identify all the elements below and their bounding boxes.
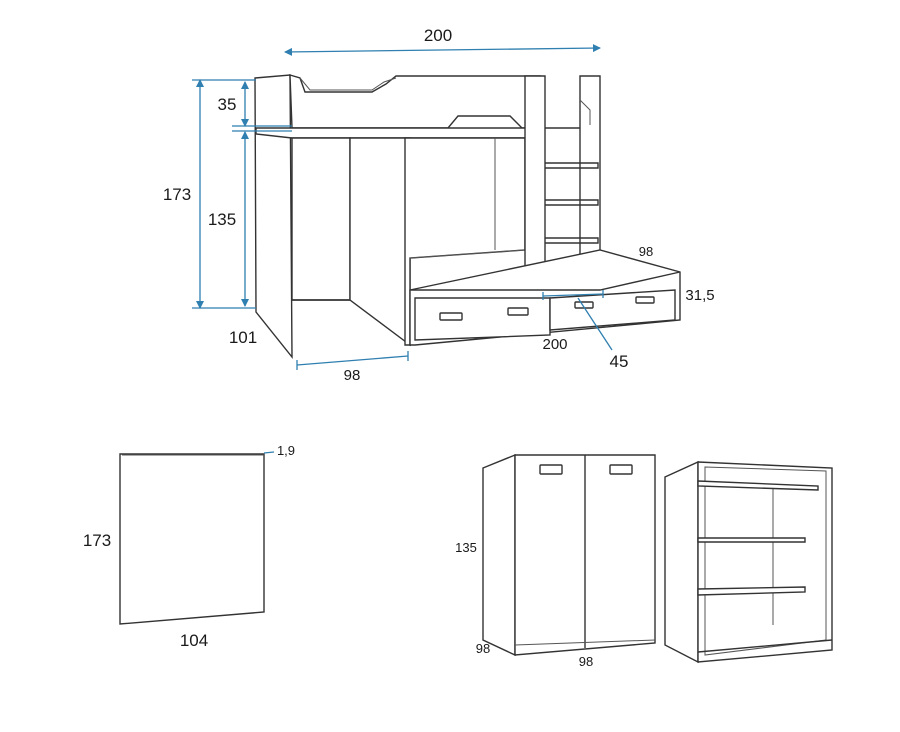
label-drawer-depth: 98 <box>639 244 653 259</box>
side-panel <box>119 453 265 625</box>
ladder <box>524 75 601 289</box>
label-panel-width: 104 <box>180 631 208 650</box>
bed-left-end-panel <box>254 74 293 360</box>
label-upper-height: 135 <box>208 210 236 229</box>
bed-upper-guard-rail <box>289 74 541 129</box>
open-wardrobe-side <box>664 460 699 664</box>
label-total-width: 200 <box>424 26 452 45</box>
open-wardrobe-body <box>697 461 833 663</box>
label-panel-thickness: 1,9 <box>277 443 295 458</box>
dim-line-desk-width <box>296 355 409 366</box>
side-panel-drawing: 1,9 173 104 <box>83 443 295 650</box>
wardrobe-side <box>482 453 516 657</box>
dim-leader-step <box>577 297 613 351</box>
door-handle-right <box>609 464 633 475</box>
label-rail-height: 35 <box>218 95 237 114</box>
shelf-2 <box>697 586 806 596</box>
wardrobe-closed-drawing: 135 98 98 <box>455 453 656 669</box>
dim-line-step-width <box>542 293 604 297</box>
drawer-base <box>409 249 681 346</box>
label-drawer-width: 200 <box>542 336 567 353</box>
label-panel-height: 173 <box>83 531 111 550</box>
door-handle-left <box>539 464 563 475</box>
shelf-1 <box>697 537 806 543</box>
label-step-width: 45 <box>610 352 629 371</box>
wardrobe-open-drawing <box>664 460 833 664</box>
label-desk-width: 98 <box>344 367 361 384</box>
label-side-depth: 101 <box>229 328 257 347</box>
label-drawer-height: 31,5 <box>685 287 714 304</box>
label-wardrobe-width: 98 <box>579 654 593 669</box>
bunk-bed-drawing: 200 35 173 135 101 98 98 31,5 200 45 <box>163 26 715 384</box>
dim-line-panel-thickness <box>263 451 275 454</box>
label-wardrobe-height: 135 <box>455 540 477 555</box>
label-wardrobe-depth: 98 <box>476 641 490 656</box>
desk-middle-panel <box>349 137 411 347</box>
desk-left-panel <box>291 137 351 301</box>
dim-line-total-width <box>284 44 601 56</box>
bed-upper-base <box>255 127 541 139</box>
hanging-rail <box>697 480 819 491</box>
label-total-height: 173 <box>163 185 191 204</box>
